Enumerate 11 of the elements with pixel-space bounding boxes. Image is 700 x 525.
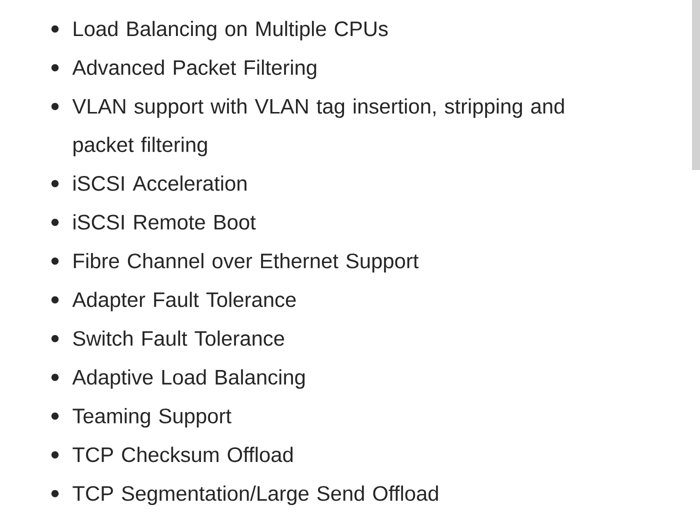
list-item: Advanced Packet Filtering <box>51 60 316 80</box>
list-item: TCP Segmentation/Large Send Offload <box>51 486 438 506</box>
list-item: TCP Checksum Offload <box>51 446 293 462</box>
list-item: Switch Fault Tolerance <box>51 330 284 346</box>
list-item: Adapter Fault Tolerance <box>51 292 296 312</box>
list-item: Fibre Channel over Ethernet Support <box>51 253 419 273</box>
list-item: Teaming Support <box>51 408 232 428</box>
list-item: iSCSI Remote Boot <box>51 214 256 230</box>
list-item: Load Balancing on Multiple CPUs <box>51 20 388 40</box>
list-item: Adaptive Load Balancing <box>51 369 305 389</box>
list-item: iSCSI Acceleration <box>51 176 246 191</box>
